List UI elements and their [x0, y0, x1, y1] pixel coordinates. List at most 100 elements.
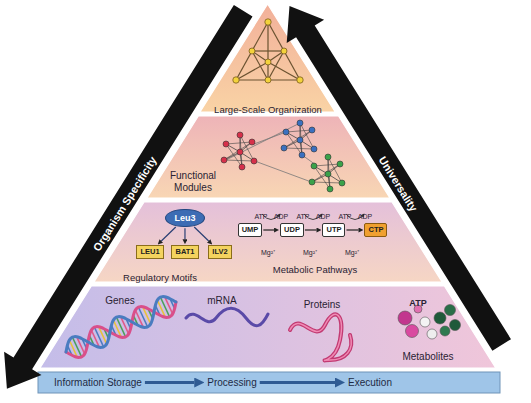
- stage-box: Processing: [205, 376, 258, 390]
- module-link: [252, 160, 314, 183]
- pyramid-layer: Functional Modules: [147, 116, 390, 198]
- layer-band: [200, 4, 335, 112]
- layer-band: [40, 286, 496, 368]
- annotation-label: Mg²⁺: [303, 249, 317, 257]
- module-edge: [300, 130, 312, 140]
- module-node: [339, 180, 345, 186]
- module-edge: [300, 140, 314, 149]
- module-edge: [284, 130, 312, 148]
- gene-box: BAT1: [171, 245, 198, 259]
- layer-title: Large-Scale Organization: [214, 105, 322, 116]
- flow-arrow: [305, 229, 317, 230]
- node-text: Information Storage: [54, 377, 142, 389]
- module-edge: [312, 164, 340, 182]
- layer-title: Functional Modules: [166, 170, 220, 193]
- functional-module-network: [221, 120, 345, 192]
- layer-title: Metabolic Pathways: [273, 265, 357, 276]
- module-edge: [240, 142, 252, 152]
- module-edge: [314, 166, 328, 174]
- node-text: UDP: [284, 226, 300, 235]
- helix-strand: [66, 297, 176, 352]
- helix-rung: [82, 339, 87, 349]
- layer-title: Metabolites: [402, 351, 453, 363]
- helix-rung: [138, 307, 147, 327]
- module-node: [297, 120, 303, 126]
- module-edge: [328, 174, 330, 189]
- protein-ribbon: [290, 314, 351, 360]
- module-edge: [300, 140, 302, 155]
- module-edge: [328, 157, 342, 183]
- module-node: [283, 129, 289, 135]
- node-text: CTP: [368, 226, 383, 235]
- annotation-label: ADP: [358, 213, 372, 221]
- mrna-strand: [186, 308, 268, 325]
- layer-title: mRNA: [207, 295, 236, 307]
- atp-adp-curves: [262, 214, 364, 220]
- module-edge: [286, 130, 312, 132]
- module-edge: [226, 144, 242, 167]
- metabolite-box: CTP: [364, 223, 387, 237]
- metabolite-box: UDP: [280, 223, 304, 237]
- node-text: Leu3: [174, 213, 195, 223]
- node-text: ILV2: [212, 248, 227, 257]
- metabolite-molecule: [398, 305, 461, 340]
- module-edge: [300, 123, 301, 140]
- helix-rung: [133, 315, 138, 325]
- flow-bar: [38, 372, 500, 393]
- helix-rung: [121, 317, 129, 334]
- flow-arrow: [260, 381, 335, 384]
- flow-arrow: [161, 227, 175, 241]
- module-edge: [224, 160, 254, 161]
- module-node: [239, 164, 245, 170]
- dna-helix: [66, 297, 176, 358]
- module-node: [249, 139, 255, 145]
- module-node: [327, 186, 333, 192]
- universality-arrow: [287, 6, 511, 351]
- node-text: UTP: [326, 226, 341, 235]
- module-node: [309, 179, 315, 185]
- module-node: [309, 127, 315, 133]
- pyramid-layer: Leu3LEU1BAT1ILV2UMPUDPUTPCTPRegulatory M…: [94, 202, 442, 282]
- annotation-label: ATP: [338, 213, 351, 221]
- node-text: LEU1: [140, 248, 159, 257]
- metabolite-box: UTP: [322, 223, 345, 237]
- layer-shape: [200, 4, 335, 112]
- helix-strand: [66, 302, 176, 357]
- helix-rung: [116, 317, 125, 337]
- metabolite-box: UMP: [238, 223, 263, 237]
- node-text: BAT1: [175, 248, 194, 257]
- helix-rung: [113, 320, 121, 337]
- helix-rung: [155, 305, 160, 315]
- module-node: [297, 137, 303, 143]
- helix-rung: [135, 310, 143, 327]
- helix-rung: [160, 297, 169, 317]
- layer-band: [94, 202, 442, 282]
- helix-rung: [69, 340, 77, 357]
- pyramid-layer: GenesmRNAProteinsMetabolites: [40, 286, 496, 368]
- regulator-oval: Leu3: [165, 209, 204, 227]
- module-node: [251, 158, 257, 164]
- specificity-arrow: [4, 5, 252, 389]
- helix-rung: [89, 335, 94, 345]
- module-edge: [328, 157, 329, 174]
- gene-box: ILV2: [208, 245, 231, 259]
- module-node: [237, 149, 243, 155]
- helix-rung: [77, 337, 85, 354]
- module-edge: [314, 166, 330, 189]
- layer-title: Proteins: [304, 299, 341, 311]
- helix-rung: [148, 309, 153, 319]
- module-edge: [284, 148, 314, 149]
- module-node: [311, 163, 317, 169]
- module-edge: [328, 164, 340, 174]
- flow-arrow: [194, 227, 208, 241]
- module-edge: [240, 135, 254, 161]
- annotation-label: ATP: [409, 298, 426, 308]
- node-text: Execution: [348, 377, 392, 389]
- annotation-label: Mg²⁺: [261, 249, 275, 257]
- annotation-label: ADP: [274, 213, 288, 221]
- flow-arrow: [263, 229, 274, 230]
- helix-rung: [72, 337, 81, 357]
- helix-rung: [67, 345, 72, 355]
